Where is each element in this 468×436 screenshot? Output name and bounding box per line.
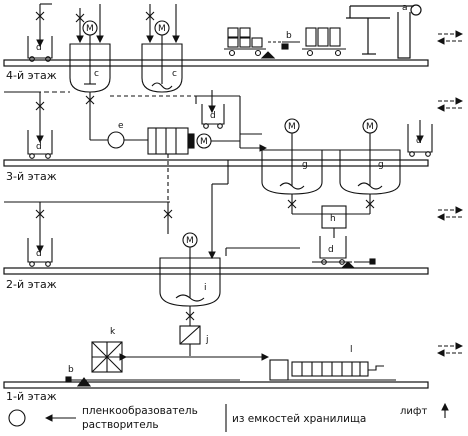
motor-label-2: M — [158, 24, 166, 34]
label-g-1: g — [302, 160, 308, 170]
label-c-1: c — [94, 69, 99, 79]
label-j: j — [205, 335, 209, 345]
floor-slab-2 — [3, 267, 429, 275]
label-d-f4: d — [36, 43, 42, 53]
container-d-f2 — [4, 201, 173, 267]
pipes-f3 — [211, 133, 268, 248]
pump-e — [89, 120, 148, 149]
lift-arrows-4 — [436, 30, 464, 45]
legend — [8, 404, 227, 432]
hoist-a — [346, 4, 422, 59]
label-c-2: c — [172, 69, 177, 79]
label-b-f1: b — [68, 365, 74, 375]
label-b-f4: b — [286, 31, 292, 41]
lift-label: лифт — [400, 406, 427, 417]
pallets-f4 — [224, 27, 346, 59]
container-d-f4b — [201, 90, 225, 129]
tank-g-1 — [261, 118, 323, 214]
label-h: h — [330, 214, 336, 224]
motor-label-f: M — [200, 137, 208, 147]
container-d-f3b — [407, 120, 433, 157]
lift-arrows-4b — [436, 97, 464, 112]
label-k: k — [110, 327, 116, 337]
floor-slab-1 — [3, 381, 429, 389]
label-d-f3b: d — [416, 136, 422, 146]
filter-j — [179, 325, 201, 356]
pipes-f4 — [4, 91, 241, 134]
dissolver-unit — [147, 127, 212, 200]
legend-film-former: пленкообразователь — [82, 405, 198, 417]
motor-label-g2: M — [366, 122, 374, 132]
box-k — [91, 341, 270, 373]
mixer-c-1 — [69, 4, 111, 105]
container-d-f3 — [4, 91, 53, 159]
container-d-f4 — [27, 3, 53, 62]
label-g-2: g — [378, 160, 384, 170]
floor-label-1: 1-й этаж — [6, 390, 57, 403]
film-former-source-icon — [8, 409, 26, 427]
label-d-f4b: d — [210, 111, 216, 121]
label-d-f3: d — [36, 142, 42, 152]
transfer-b-f1 — [65, 376, 240, 387]
label-d-f2b: d — [328, 245, 334, 255]
motor-label-1: M — [86, 24, 94, 34]
mixer-c-2 — [141, 4, 183, 93]
floor-slab-4 — [3, 59, 429, 67]
conveyor-l — [269, 359, 396, 381]
motor-label-g1: M — [288, 122, 296, 132]
label-a: a — [402, 3, 408, 13]
floor-label-4: 4-й этаж — [6, 69, 57, 82]
lift-arrows — [436, 30, 464, 418]
label-l: l — [350, 345, 353, 355]
tank-g-2 — [322, 118, 401, 214]
mixer-i — [159, 232, 300, 326]
floor-label-3: 3-й этаж — [6, 170, 57, 183]
label-d-f2: d — [36, 249, 42, 259]
container-d-f2b — [312, 236, 376, 269]
lift-arrows-2 — [436, 342, 464, 357]
floor-slab-3 — [3, 159, 429, 167]
floor-label-2: 2-й этаж — [6, 278, 57, 291]
lift-arrows-3 — [436, 206, 464, 221]
feed-lines — [212, 183, 228, 185]
legend-source: из емкостей хранилища — [232, 413, 366, 425]
filter-h — [292, 205, 370, 238]
motor-label-i: M — [186, 236, 194, 246]
label-e: e — [118, 121, 124, 131]
legend-solvent: растворитель — [82, 419, 159, 431]
label-i: i — [204, 283, 207, 293]
